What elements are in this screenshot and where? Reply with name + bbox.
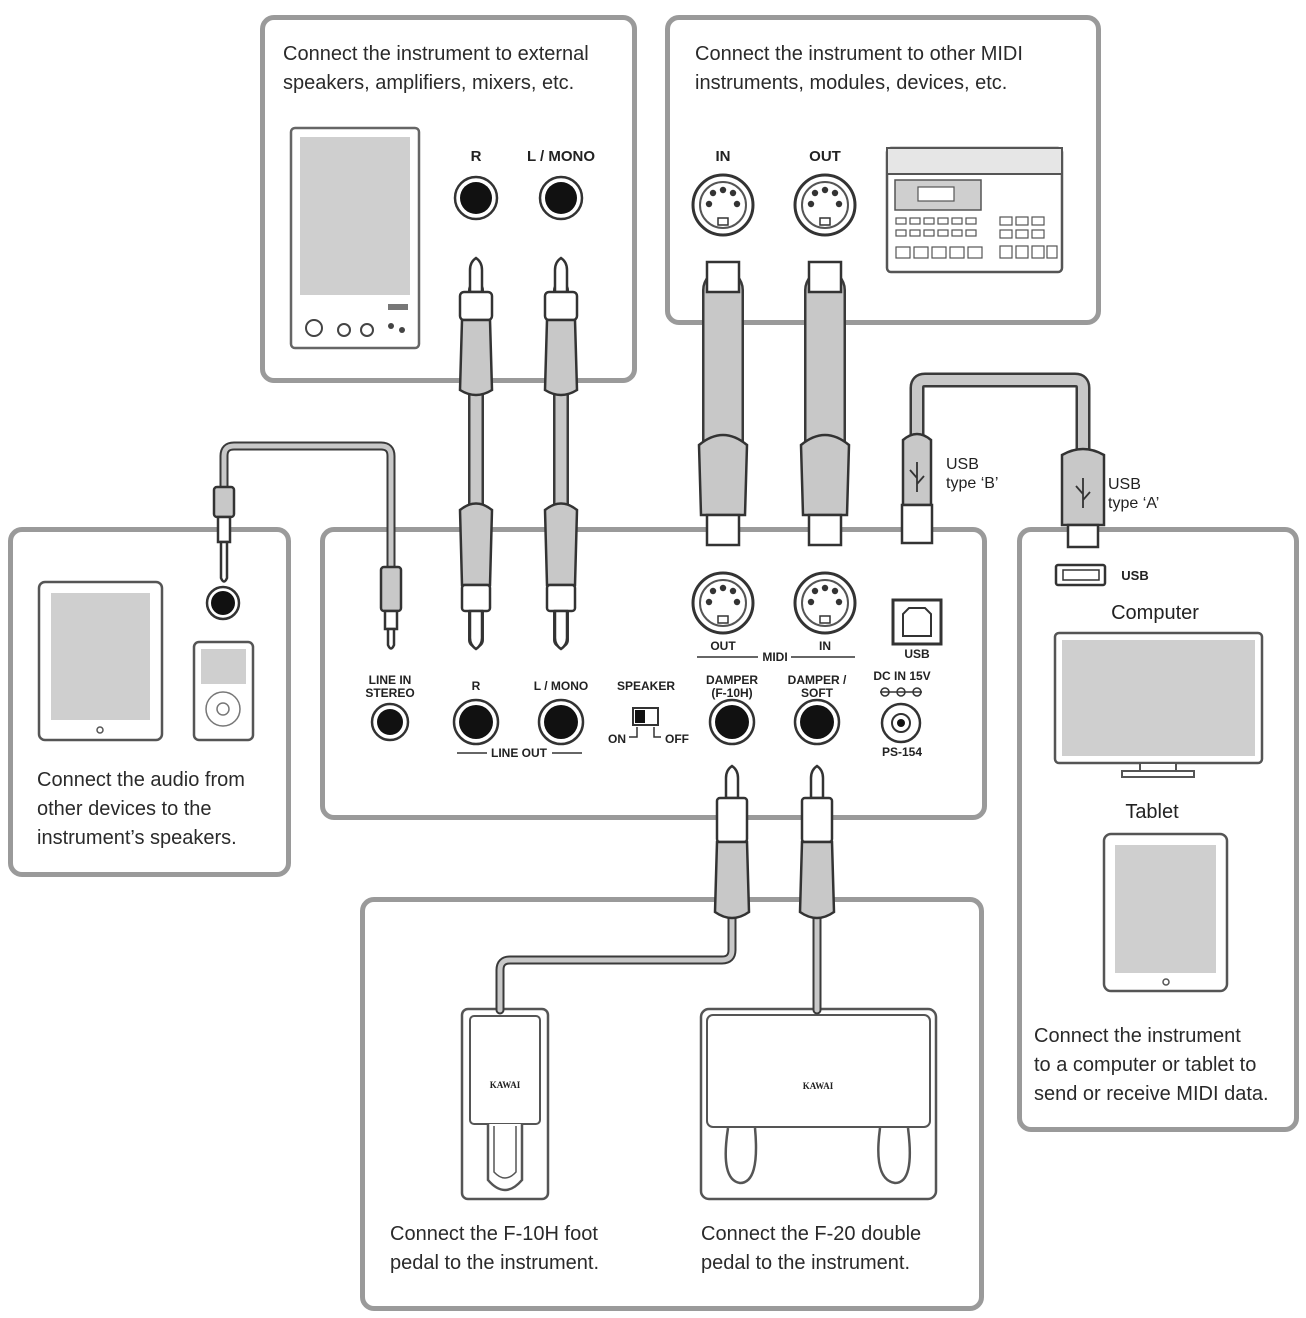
speaker-r-label: R: [470, 148, 482, 165]
tablet-label: Tablet: [1125, 801, 1179, 823]
computer-monitor-icon: [1053, 631, 1264, 778]
speaker-switch-label: SPEAKER: [616, 679, 676, 693]
f20-double-pedal-icon: [699, 1007, 938, 1201]
line-out-label: LINE OUT: [491, 746, 547, 760]
caption-midi-devices: Connect the instrument to other MIDI ins…: [695, 43, 1023, 94]
line-in-stereo-label: LINE IN STEREO: [365, 673, 415, 700]
midi-label: MIDI: [762, 650, 788, 664]
instrument-panel: [320, 527, 987, 820]
dc-in-jack: [880, 687, 922, 744]
midi-out-label: OUT: [710, 639, 736, 653]
speaker-off-label: OFF: [665, 732, 689, 746]
computer-tablet-box: [1017, 527, 1299, 1132]
caption-computer-tablet: Connect the instrument to a computer or …: [1034, 1025, 1269, 1105]
speaker-l-mono-label: L / MONO: [526, 148, 596, 165]
f10h-brand-label: KAWAI: [489, 1080, 521, 1090]
cables: [219, 269, 1091, 1015]
line-out-l-mono-label: L / MONO: [533, 679, 589, 693]
caption-audio-devices: Connect the audio from other devices to …: [37, 769, 245, 849]
caption-f10h-pedal: Connect the F-10H foot pedal to the inst…: [390, 1223, 600, 1274]
dc-in-label: DC IN 15V: [873, 669, 931, 683]
damper-label: DAMPER (F-10H): [705, 673, 759, 700]
midi-device-in-label: IN: [715, 148, 731, 165]
computer-label: Computer: [1111, 602, 1199, 624]
speaker-switch: [629, 707, 661, 738]
midi-in-label: IN: [819, 639, 831, 653]
mp3-player-icon: [192, 640, 255, 742]
adapter-label: PS-154: [881, 745, 923, 759]
f20-brand-label: KAWAI: [802, 1081, 834, 1091]
usb-b-port: [891, 598, 943, 646]
midi-device-out-label: OUT: [809, 148, 841, 165]
usb-port-label: USB: [904, 647, 930, 661]
powered-speaker-icon: [289, 126, 421, 350]
speaker-on-label: ON: [608, 732, 626, 746]
line-out-r-label: R: [471, 679, 481, 693]
computer-usb-label: USB: [1121, 568, 1149, 583]
usb-type-b-label: USB type ‘B’: [946, 456, 999, 492]
usb-type-a-label: USB type ‘A’: [1108, 476, 1160, 512]
tablet-computer-icon: [1102, 832, 1229, 993]
caption-f20-pedal: Connect the F-20 double pedal to the ins…: [701, 1223, 922, 1274]
f10h-pedal-icon: [460, 1007, 550, 1201]
usb-icon: [909, 462, 1091, 508]
damper-soft-label: DAMPER / SOFT: [787, 673, 847, 700]
caption-external-speakers: Connect the instrument to external speak…: [283, 43, 589, 94]
tablet-icon: [37, 580, 164, 742]
midi-sound-module-icon: [885, 146, 1064, 274]
